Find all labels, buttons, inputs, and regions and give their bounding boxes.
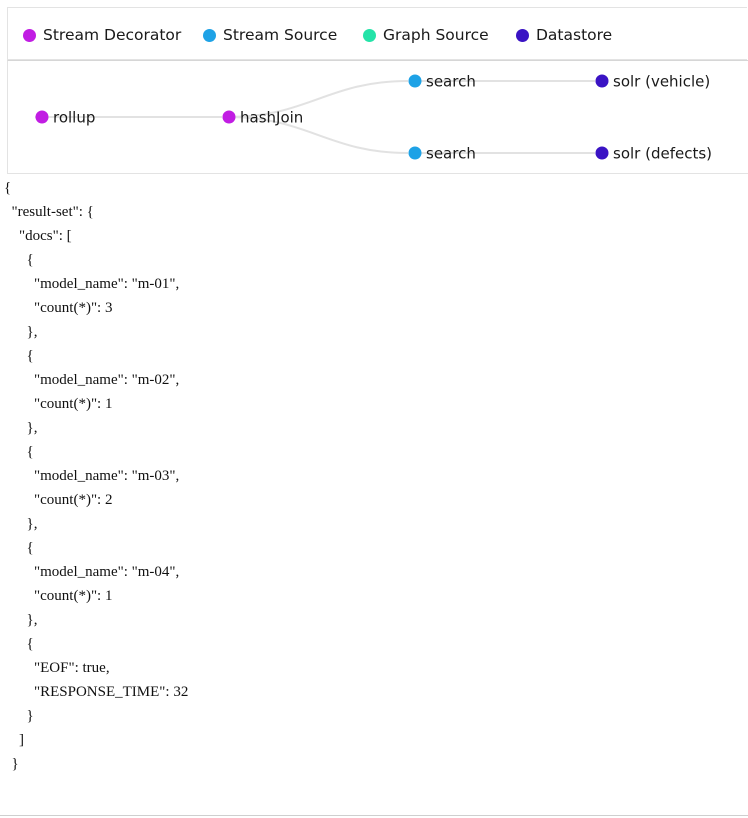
json-line: "count(*)": 2 — [4, 492, 113, 508]
json-line: "model_name": "m-03", — [4, 468, 180, 484]
json-line: }, — [4, 612, 38, 628]
stream-source-dot-icon — [203, 28, 216, 42]
datastore-dot-icon — [516, 28, 529, 42]
json-line: "EOF": true, — [4, 660, 110, 676]
json-line: "docs": [ — [4, 228, 72, 244]
legend-label: Datastore — [536, 26, 613, 44]
legend-label: Graph Source — [383, 26, 489, 44]
json-line: "model_name": "m-01", — [4, 276, 180, 292]
datastore-node-icon — [595, 146, 609, 160]
stream-decorator-node-icon — [35, 110, 49, 124]
legend-item-stream-decorator: Stream Decorator — [23, 26, 181, 44]
stream-decorator-node-icon — [222, 110, 236, 124]
stream-decorator-dot-icon — [23, 28, 36, 42]
graph-node-search-vehicle[interactable]: search — [408, 73, 476, 91]
json-line: ] — [4, 732, 24, 748]
json-line: } — [4, 708, 34, 724]
graph-node-search-defects[interactable]: search — [408, 145, 476, 163]
graph-node-solr-defects[interactable]: solr (defects) — [595, 145, 713, 163]
json-line: "result-set": { — [4, 204, 94, 220]
json-line: } — [4, 756, 19, 772]
node-label-solr-defects: solr (defects) — [613, 145, 712, 163]
node-label-solr-vehicle: solr (vehicle) — [613, 73, 710, 91]
bottom-divider — [0, 815, 748, 816]
json-result-output: { "result-set": { "docs": [ { "model_nam… — [4, 176, 188, 776]
datastore-node-icon — [595, 74, 609, 88]
stream-source-node-icon — [408, 146, 422, 160]
json-line: { — [4, 444, 34, 460]
stream-source-node-icon — [408, 74, 422, 88]
json-line: }, — [4, 324, 38, 340]
json-line: { — [4, 252, 34, 268]
graph-node-solr-vehicle[interactable]: solr (vehicle) — [595, 73, 711, 91]
edge-hashjoin-search-vehicle — [228, 80, 409, 118]
json-line: "count(*)": 3 — [4, 300, 113, 316]
graph-source-dot-icon — [363, 28, 376, 42]
graph-edges — [35, 80, 595, 154]
expression-graph: rollup hashJoin search search solr (vehi… — [7, 60, 748, 174]
node-type-legend: Stream Decorator Stream Source Graph Sou… — [7, 7, 747, 60]
node-label-search-defects: search — [426, 145, 476, 163]
node-label-rollup: rollup — [53, 109, 95, 127]
json-line: "RESPONSE_TIME": 32 — [4, 684, 189, 700]
json-line: "count(*)": 1 — [4, 396, 113, 412]
edge-hashjoin-search-defects — [228, 116, 409, 154]
node-label-search-vehicle: search — [426, 73, 476, 91]
legend-item-datastore: Datastore — [516, 26, 612, 44]
graph-canvas: rollup hashJoin search search solr (vehi… — [35, 73, 713, 163]
graph-node-rollup[interactable]: rollup — [35, 109, 96, 127]
graph-node-hashjoin[interactable]: hashJoin — [222, 109, 304, 127]
legend-item-graph-source: Graph Source — [363, 26, 489, 44]
json-line: { — [4, 540, 34, 556]
json-line: { — [4, 180, 12, 196]
json-line: "model_name": "m-02", — [4, 372, 180, 388]
json-line: }, — [4, 516, 38, 532]
legend-label: Stream Decorator — [43, 26, 182, 44]
json-line: { — [4, 636, 34, 652]
legend-label: Stream Source — [223, 26, 338, 44]
node-label-hashjoin: hashJoin — [240, 109, 303, 127]
legend-item-stream-source: Stream Source — [203, 26, 337, 44]
json-line: "model_name": "m-04", — [4, 564, 180, 580]
json-line: "count(*)": 1 — [4, 588, 113, 604]
json-line: }, — [4, 420, 38, 436]
json-line: { — [4, 348, 34, 364]
